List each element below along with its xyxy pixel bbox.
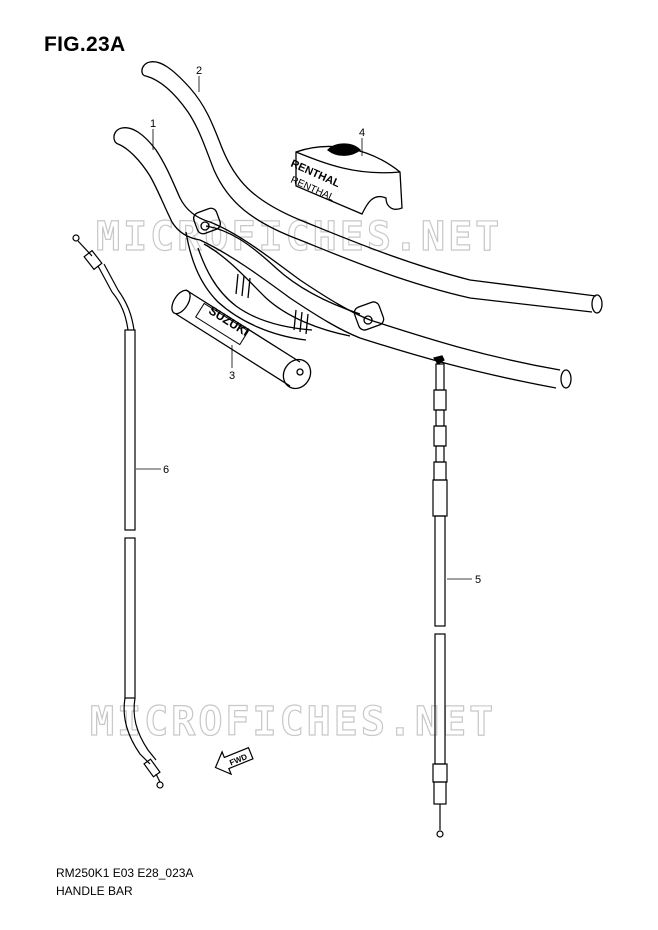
figure-code: RM250K1 E03 E28_023A xyxy=(56,866,194,880)
figure-title: FIG.23A xyxy=(44,33,126,56)
handlebar-lower xyxy=(113,127,572,389)
figure-name: HANDLE BAR xyxy=(56,884,133,898)
callout-1: 1 xyxy=(150,118,156,130)
watermark-top: MICROFICHES.NET xyxy=(96,214,502,260)
callout-2: 2 xyxy=(196,65,202,77)
watermark-bottom: MICROFICHES.NET xyxy=(90,699,496,745)
callout-4: 4 xyxy=(359,127,365,139)
crossbar-pad: SUZUKI xyxy=(171,289,312,390)
callout-5: 5 xyxy=(475,574,481,586)
callout-6: 6 xyxy=(163,464,169,476)
clutch-cable xyxy=(72,234,164,789)
callout-3: 3 xyxy=(229,370,235,382)
clamp-pad: RENTHAL RENTHAL xyxy=(289,143,403,215)
throttle-cable xyxy=(432,355,448,838)
callouts xyxy=(136,76,472,580)
fwd-arrow: FWD xyxy=(214,746,254,776)
handlebar-upper xyxy=(141,61,603,314)
